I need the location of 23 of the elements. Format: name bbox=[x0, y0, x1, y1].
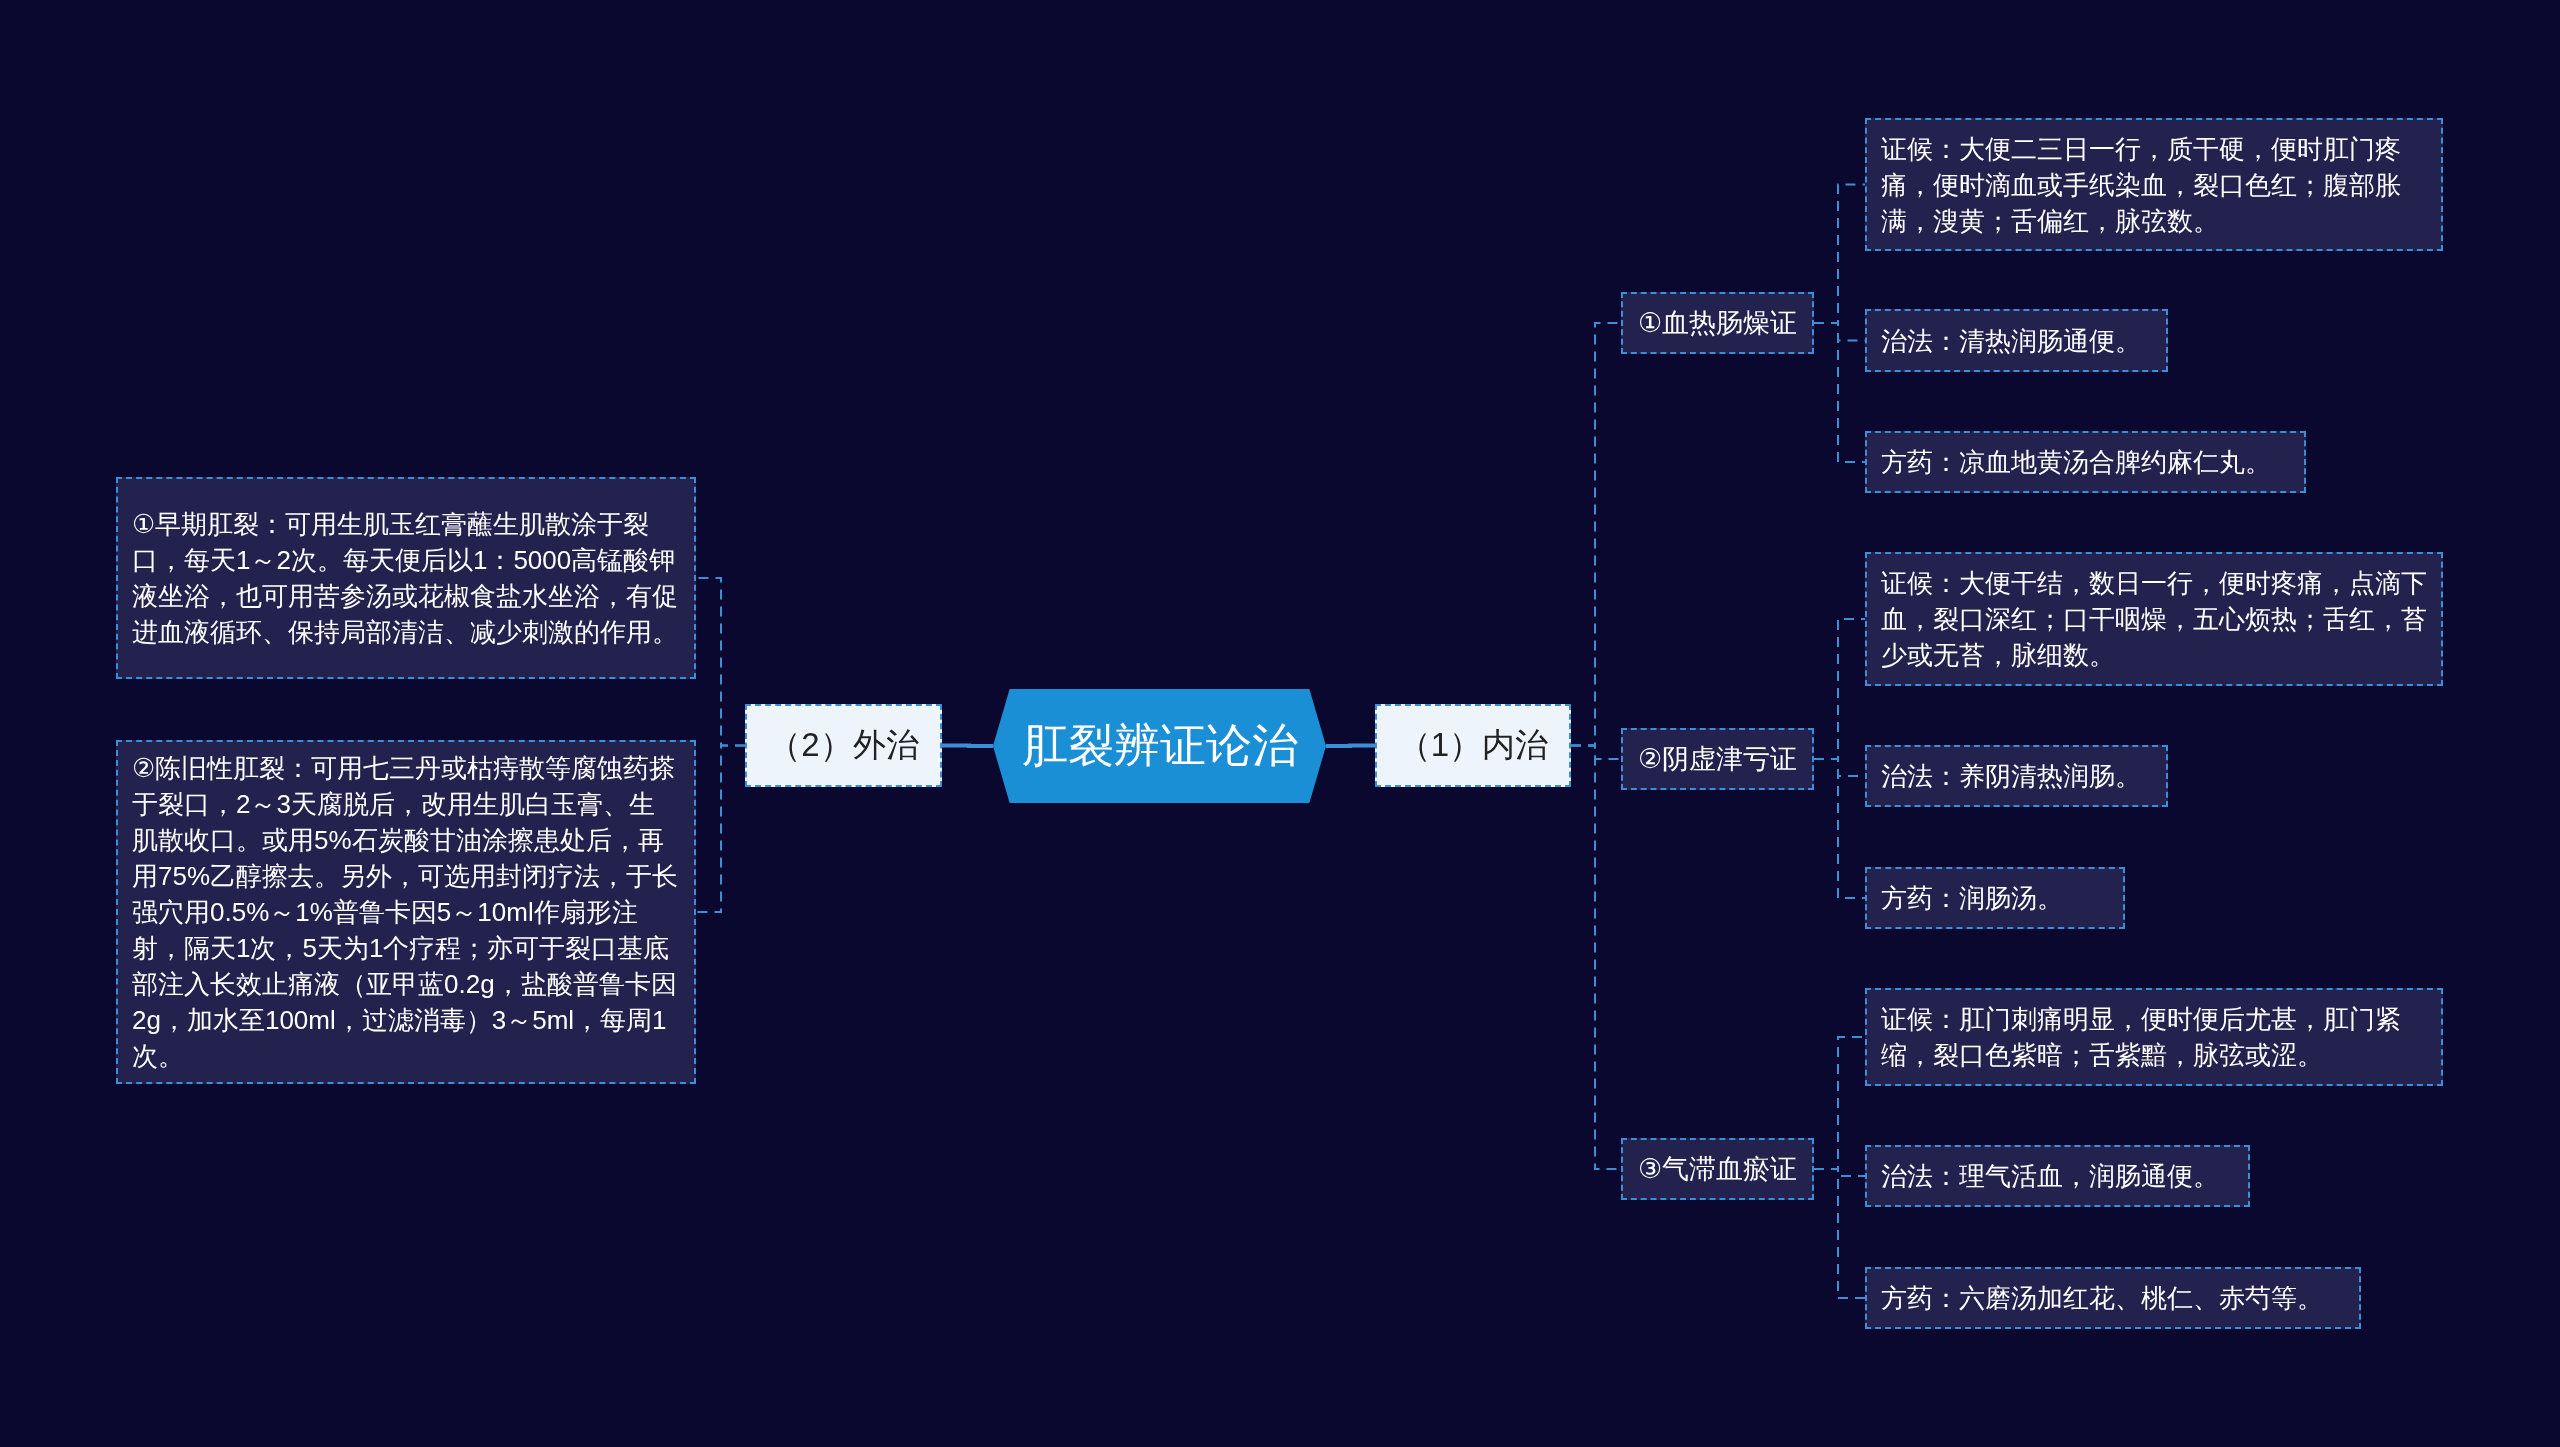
text-box: 方药：凉血地黄汤合脾约麻仁丸。 bbox=[1865, 431, 2306, 493]
text-box: 方药：润肠汤。 bbox=[1865, 867, 2125, 929]
text-box: ①早期肛裂：可用生肌玉红膏蘸生肌散涂于裂口，每天1～2次。每天便后以1：5000高锰酸钾液坐浴，也可用苦参汤或花椒食盐水坐浴，有促进血液循环、保持局部清洁、减少刺激的作用。 bbox=[116, 477, 696, 679]
text-box: 治法：养阴清热润肠。 bbox=[1865, 745, 2168, 807]
text-box: 证候：大便二三日一行，质干硬，便时肛门疼痛，便时滴血或手纸染血，裂口色红；腹部胀满，溲黄；舌偏红，脉弦数。 bbox=[1865, 118, 2443, 251]
central-topic: 肛裂辨证论治 bbox=[993, 689, 1326, 803]
text-box: 方药：六磨汤加红花、桃仁、赤芍等。 bbox=[1865, 1267, 2361, 1329]
text-box: ②陈旧性肛裂：可用七三丹或枯痔散等腐蚀药搽于裂口，2～3天腐脱后，改用生肌白玉膏、生肌散收口。或用5%石炭酸甘油涂擦患处后，再用75%乙醇擦去。另外，可选用封闭疗法，于长强穴用0.5%～1%普鲁卡因5～10ml作扇形注射，隔天1次，5天为1个疗程；亦可于裂口基底部注入长效止痛液（亚甲蓝0.2g，盐酸普鲁卡因2g，加水至100ml，过滤消毒）3～5ml，每周1次。 bbox=[116, 740, 696, 1084]
connector-line bbox=[1813, 322, 1866, 463]
connector-line bbox=[1326, 743, 1375, 748]
text-box: 治法：清热润肠通便。 bbox=[1865, 309, 2168, 372]
topic-box: ②阴虚津亏证 bbox=[1621, 728, 1814, 790]
text-box: 证候：大便干结，数日一行，便时疼痛，点滴下血，裂口深红；口干咽燥，五心烦热；舌红，苔少或无苔，脉细数。 bbox=[1865, 552, 2443, 686]
text-box: 证候：肛门刺痛明显，便时便后尤甚，肛门紧缩，裂口色紫暗；舌紫黯，脉弦或涩。 bbox=[1865, 988, 2443, 1086]
topic-box: ③气滞血瘀证 bbox=[1621, 1138, 1814, 1200]
branch-box: （2）外治 bbox=[745, 704, 942, 787]
connector-line bbox=[695, 744, 746, 913]
branch-box: （1）内治 bbox=[1375, 704, 1571, 787]
topic-box: ①血热肠燥证 bbox=[1621, 292, 1814, 354]
connector-line bbox=[1813, 1168, 1866, 1299]
connector-line bbox=[942, 743, 993, 748]
text-box: 治法：理气活血，润肠通便。 bbox=[1865, 1145, 2250, 1207]
connector-line bbox=[1813, 758, 1866, 899]
